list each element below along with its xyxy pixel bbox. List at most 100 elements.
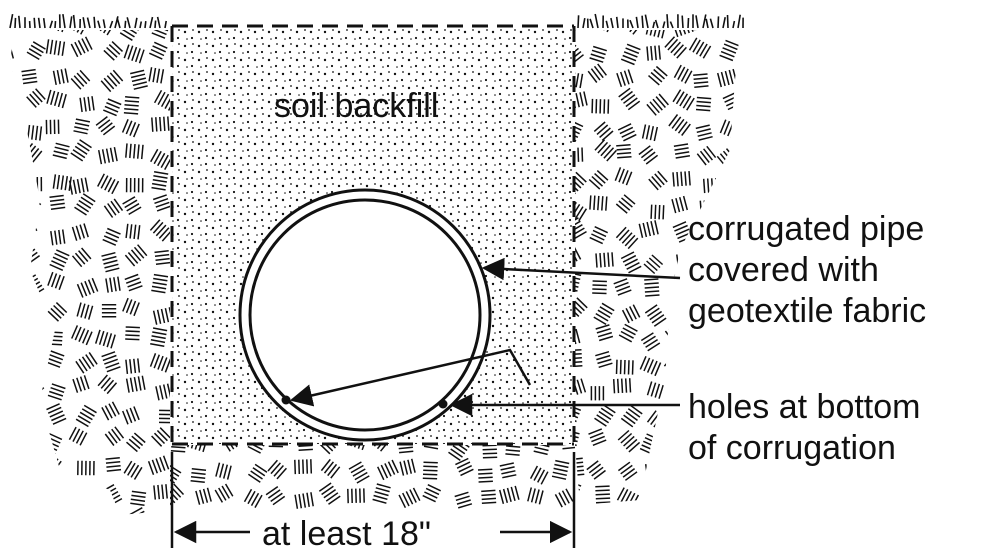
soil-stroke — [26, 51, 40, 61]
soil-stroke — [10, 258, 19, 265]
soil-stroke — [153, 89, 163, 104]
grass-blade — [33, 17, 36, 29]
soil-stroke — [127, 252, 139, 264]
soil-stroke — [45, 39, 50, 54]
grass-blade — [37, 17, 41, 29]
soil-stroke — [615, 359, 618, 375]
soil-stroke — [32, 303, 36, 318]
soil-stroke — [716, 155, 727, 168]
soil-stroke — [158, 227, 170, 239]
soil-stroke — [124, 30, 137, 35]
soil-stroke — [73, 508, 88, 514]
soil-stroke — [592, 284, 607, 287]
soil-stroke — [10, 329, 11, 339]
grass-blade — [72, 14, 76, 29]
soil-stroke — [575, 408, 580, 415]
soil-stroke — [72, 378, 79, 393]
soil-stroke — [612, 379, 616, 394]
soil-stroke — [647, 487, 652, 502]
soil-stroke — [23, 274, 37, 284]
soil-stroke — [530, 488, 536, 503]
soil-stroke — [595, 493, 610, 496]
soil-stroke — [672, 316, 688, 323]
soil-stroke — [726, 488, 740, 494]
soil-stroke — [575, 404, 582, 411]
soil-stroke — [155, 257, 170, 262]
soil-stroke — [664, 431, 674, 445]
soil-stroke — [25, 220, 35, 234]
soil-stroke — [638, 145, 651, 156]
soil-stroke — [26, 15, 29, 29]
soil-stroke — [27, 334, 41, 342]
soil-stroke — [589, 432, 604, 439]
grass-blade — [582, 17, 586, 29]
soil-stroke — [696, 384, 711, 387]
soil-stroke — [588, 463, 602, 474]
soil-stroke — [74, 122, 90, 127]
soil-stroke — [592, 292, 607, 295]
soil-stroke — [30, 44, 44, 54]
soil-stroke — [157, 355, 164, 370]
soil-stroke — [658, 45, 661, 60]
soil-stroke — [130, 464, 140, 478]
soil-stroke — [617, 123, 632, 131]
grass-blade — [126, 17, 131, 29]
soil-stroke — [695, 41, 705, 55]
soil-stroke — [595, 253, 598, 268]
soil-stroke — [676, 46, 687, 59]
soil-stroke — [627, 69, 634, 84]
soil-stroke — [452, 445, 466, 455]
soil-stroke — [596, 327, 611, 334]
soil-stroke — [672, 89, 682, 103]
soil-stroke — [75, 225, 82, 240]
soil-stroke — [627, 360, 630, 375]
soil-stroke — [265, 485, 279, 496]
soil-stroke — [162, 455, 170, 470]
soil-stroke — [702, 178, 706, 194]
soil-stroke — [575, 220, 581, 230]
soil-stroke — [575, 349, 582, 352]
soil-stroke — [133, 85, 148, 90]
soil-stroke — [218, 487, 227, 501]
soil-stroke — [591, 49, 606, 56]
soil-stroke — [664, 330, 675, 344]
soil-stroke — [616, 72, 623, 88]
soil-stroke — [675, 437, 684, 451]
soil-stroke — [661, 30, 667, 39]
soil-stroke — [159, 385, 164, 400]
soil-stroke — [500, 466, 515, 471]
soil-stroke — [0, 341, 4, 348]
soil-stroke — [576, 379, 583, 394]
soil-stroke — [32, 150, 43, 163]
soil-stroke — [666, 390, 677, 403]
soil-stroke — [0, 303, 9, 311]
soil-stroke — [53, 150, 68, 156]
soil-stroke — [126, 441, 138, 453]
soil-stroke — [632, 30, 643, 35]
soil-stroke — [52, 70, 57, 86]
soil-stroke — [10, 250, 16, 258]
soil-stroke — [153, 277, 168, 282]
soil-stroke — [56, 69, 61, 85]
soil-stroke — [24, 437, 32, 451]
soil-stroke — [603, 252, 606, 268]
soil-stroke — [107, 178, 116, 193]
soil-stroke — [620, 417, 634, 428]
soil-stroke — [190, 445, 194, 449]
soil-stroke — [696, 100, 711, 104]
soil-stroke — [226, 465, 232, 480]
pipe-hole-right — [438, 399, 448, 409]
soil-stroke — [14, 177, 18, 192]
soil-stroke — [21, 465, 36, 470]
holes-leader-left-arrow — [289, 348, 532, 407]
soil-stroke — [681, 275, 685, 290]
soil-stroke — [592, 45, 608, 52]
soil-stroke — [591, 466, 604, 477]
soil-stroke — [655, 488, 660, 503]
soil-stroke — [108, 403, 117, 417]
soil-stroke — [671, 116, 682, 129]
soil-stroke — [10, 412, 15, 416]
soil-stroke — [23, 507, 38, 515]
soil-stroke — [724, 70, 730, 86]
